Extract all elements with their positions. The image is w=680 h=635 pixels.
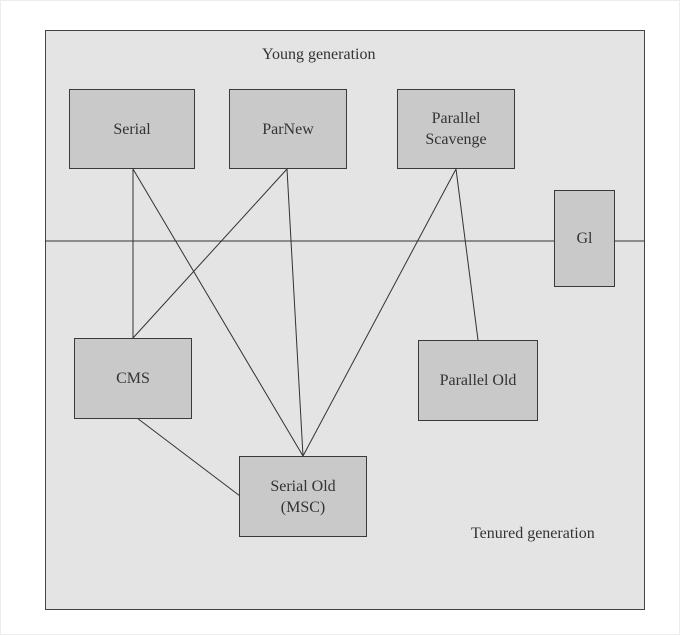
serial-old-node: Serial Old (MSC) <box>239 456 367 537</box>
young-generation-label: Young generation <box>262 46 376 63</box>
parallel-scavenge-label-line1: Parallel <box>431 110 481 127</box>
serial-old-label-line1: Serial Old <box>270 477 336 495</box>
parallel-scavenge-label-line2: Scavenge <box>425 131 487 148</box>
edge-cms-serialold <box>136 417 241 497</box>
g1-node: Gl <box>554 190 615 287</box>
parallel-scavenge-node: Parallel Scavenge <box>397 89 515 169</box>
edge-parnew-serialold <box>286 168 304 457</box>
edge-parallelscavenge-parallelold <box>455 168 479 341</box>
edge-parnew-cms <box>132 168 288 339</box>
parnew-label: ParNew <box>262 120 314 138</box>
g1-label: Gl <box>576 230 593 247</box>
edge-parallelscavenge-serialold <box>302 168 457 457</box>
parallel-old-node: Parallel Old <box>418 340 538 421</box>
cms-node: CMS <box>74 338 192 419</box>
parnew-node: ParNew <box>229 89 347 169</box>
serial-old-label-line2: (MSC) <box>280 498 326 516</box>
serial-label: Serial <box>113 120 151 138</box>
parallel-old-label: Parallel Old <box>439 372 517 389</box>
cms-label: CMS <box>116 370 150 387</box>
serial-node: Serial <box>69 89 195 169</box>
tenured-generation-label: Tenured generation <box>471 525 595 542</box>
edge-serial-serialold <box>132 168 304 457</box>
